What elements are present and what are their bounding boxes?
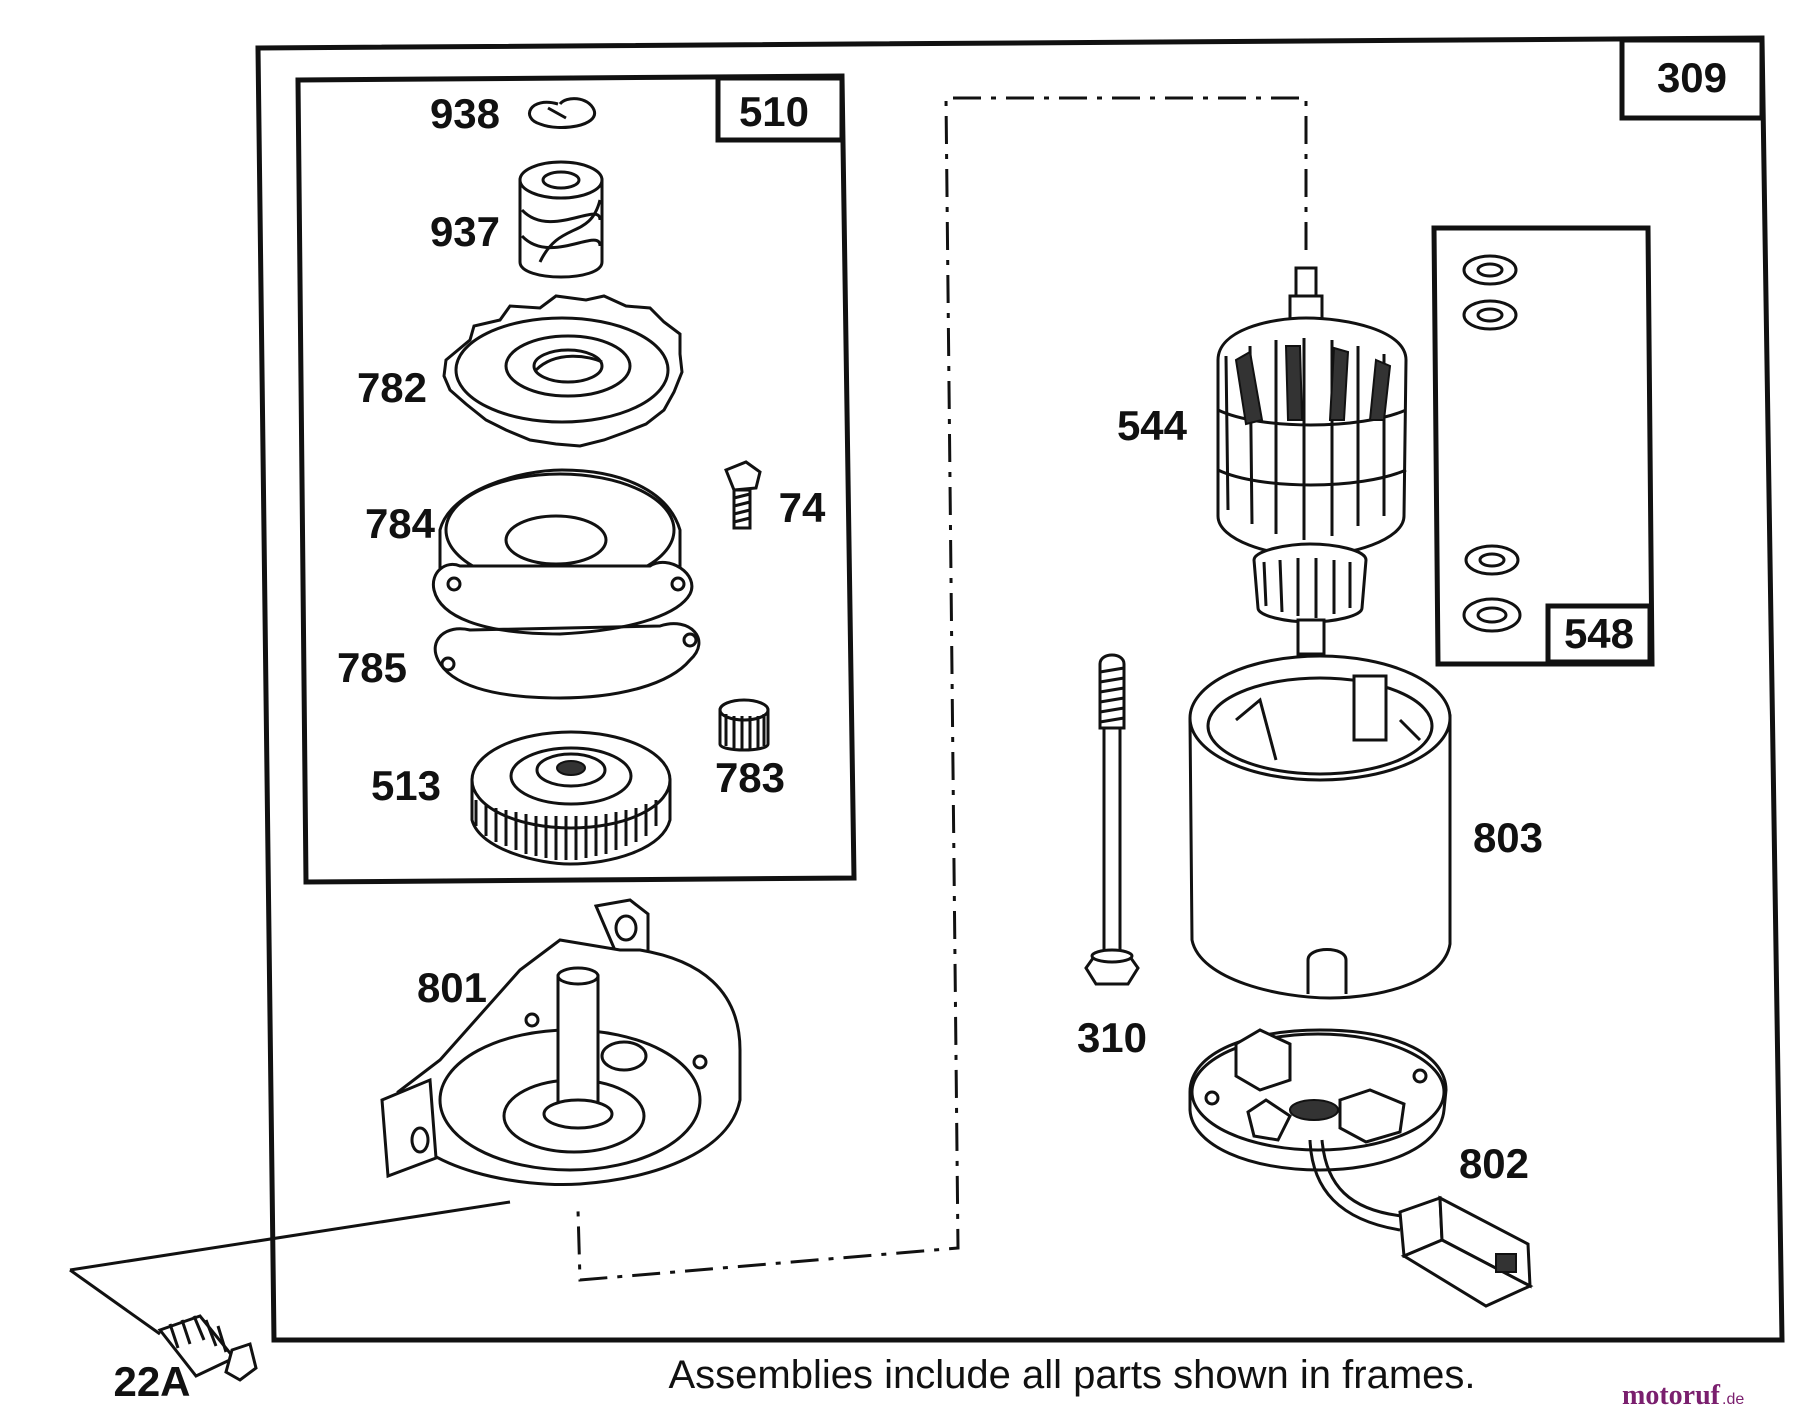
watermark-suffix: .de	[1722, 1391, 1744, 1408]
screw-74-icon	[724, 460, 762, 530]
footer-note: Assemblies include all parts shown in fr…	[668, 1353, 1475, 1397]
part-label-783: 783	[715, 754, 785, 801]
part-label-782: 782	[357, 364, 427, 411]
alignment-line	[576, 96, 1308, 1282]
part-label-803: 803	[1473, 814, 1543, 861]
retaining-ring-938-icon	[528, 97, 596, 129]
ring-gear-513-icon	[470, 730, 672, 866]
pinion-783-icon	[718, 698, 770, 752]
gasket-785-icon	[433, 622, 701, 700]
spring-937-icon	[518, 160, 604, 279]
part-label-784: 784	[365, 500, 436, 547]
part-label-513: 513	[371, 762, 441, 809]
part-label-938: 938	[430, 90, 500, 137]
frame-548: 548	[1431, 225, 1655, 667]
frame-label-309: 309	[1657, 54, 1727, 101]
part-label-544: 544	[1117, 402, 1188, 449]
frame-label-510: 510	[739, 88, 809, 135]
bolt-310-icon	[1084, 653, 1140, 986]
frame-label-548: 548	[1564, 610, 1634, 657]
brush-plate-802-icon	[1188, 1028, 1534, 1308]
washer-icon	[1462, 254, 1522, 633]
part-label-310: 310	[1077, 1014, 1147, 1061]
watermark-brand: motoruf	[1622, 1380, 1721, 1411]
screw-22A-icon	[69, 1200, 511, 1382]
part-label-22A: 22A	[113, 1358, 190, 1405]
gear-782-icon	[442, 294, 684, 448]
armature-544-icon	[1216, 266, 1408, 656]
part-label-802: 802	[1459, 1140, 1529, 1187]
part-label-937: 937	[430, 208, 500, 255]
end-cap-801-icon	[380, 898, 742, 1187]
frame-309: 309	[255, 35, 1785, 1343]
housing-803-icon	[1188, 654, 1452, 1000]
part-label-74: 74	[779, 484, 826, 531]
watermark-logo: motoruf .de	[1622, 1380, 1744, 1411]
part-label-801: 801	[417, 964, 487, 1011]
frame-510: 510	[295, 73, 857, 885]
part-label-785: 785	[337, 644, 407, 691]
cover-784-icon	[431, 468, 694, 636]
